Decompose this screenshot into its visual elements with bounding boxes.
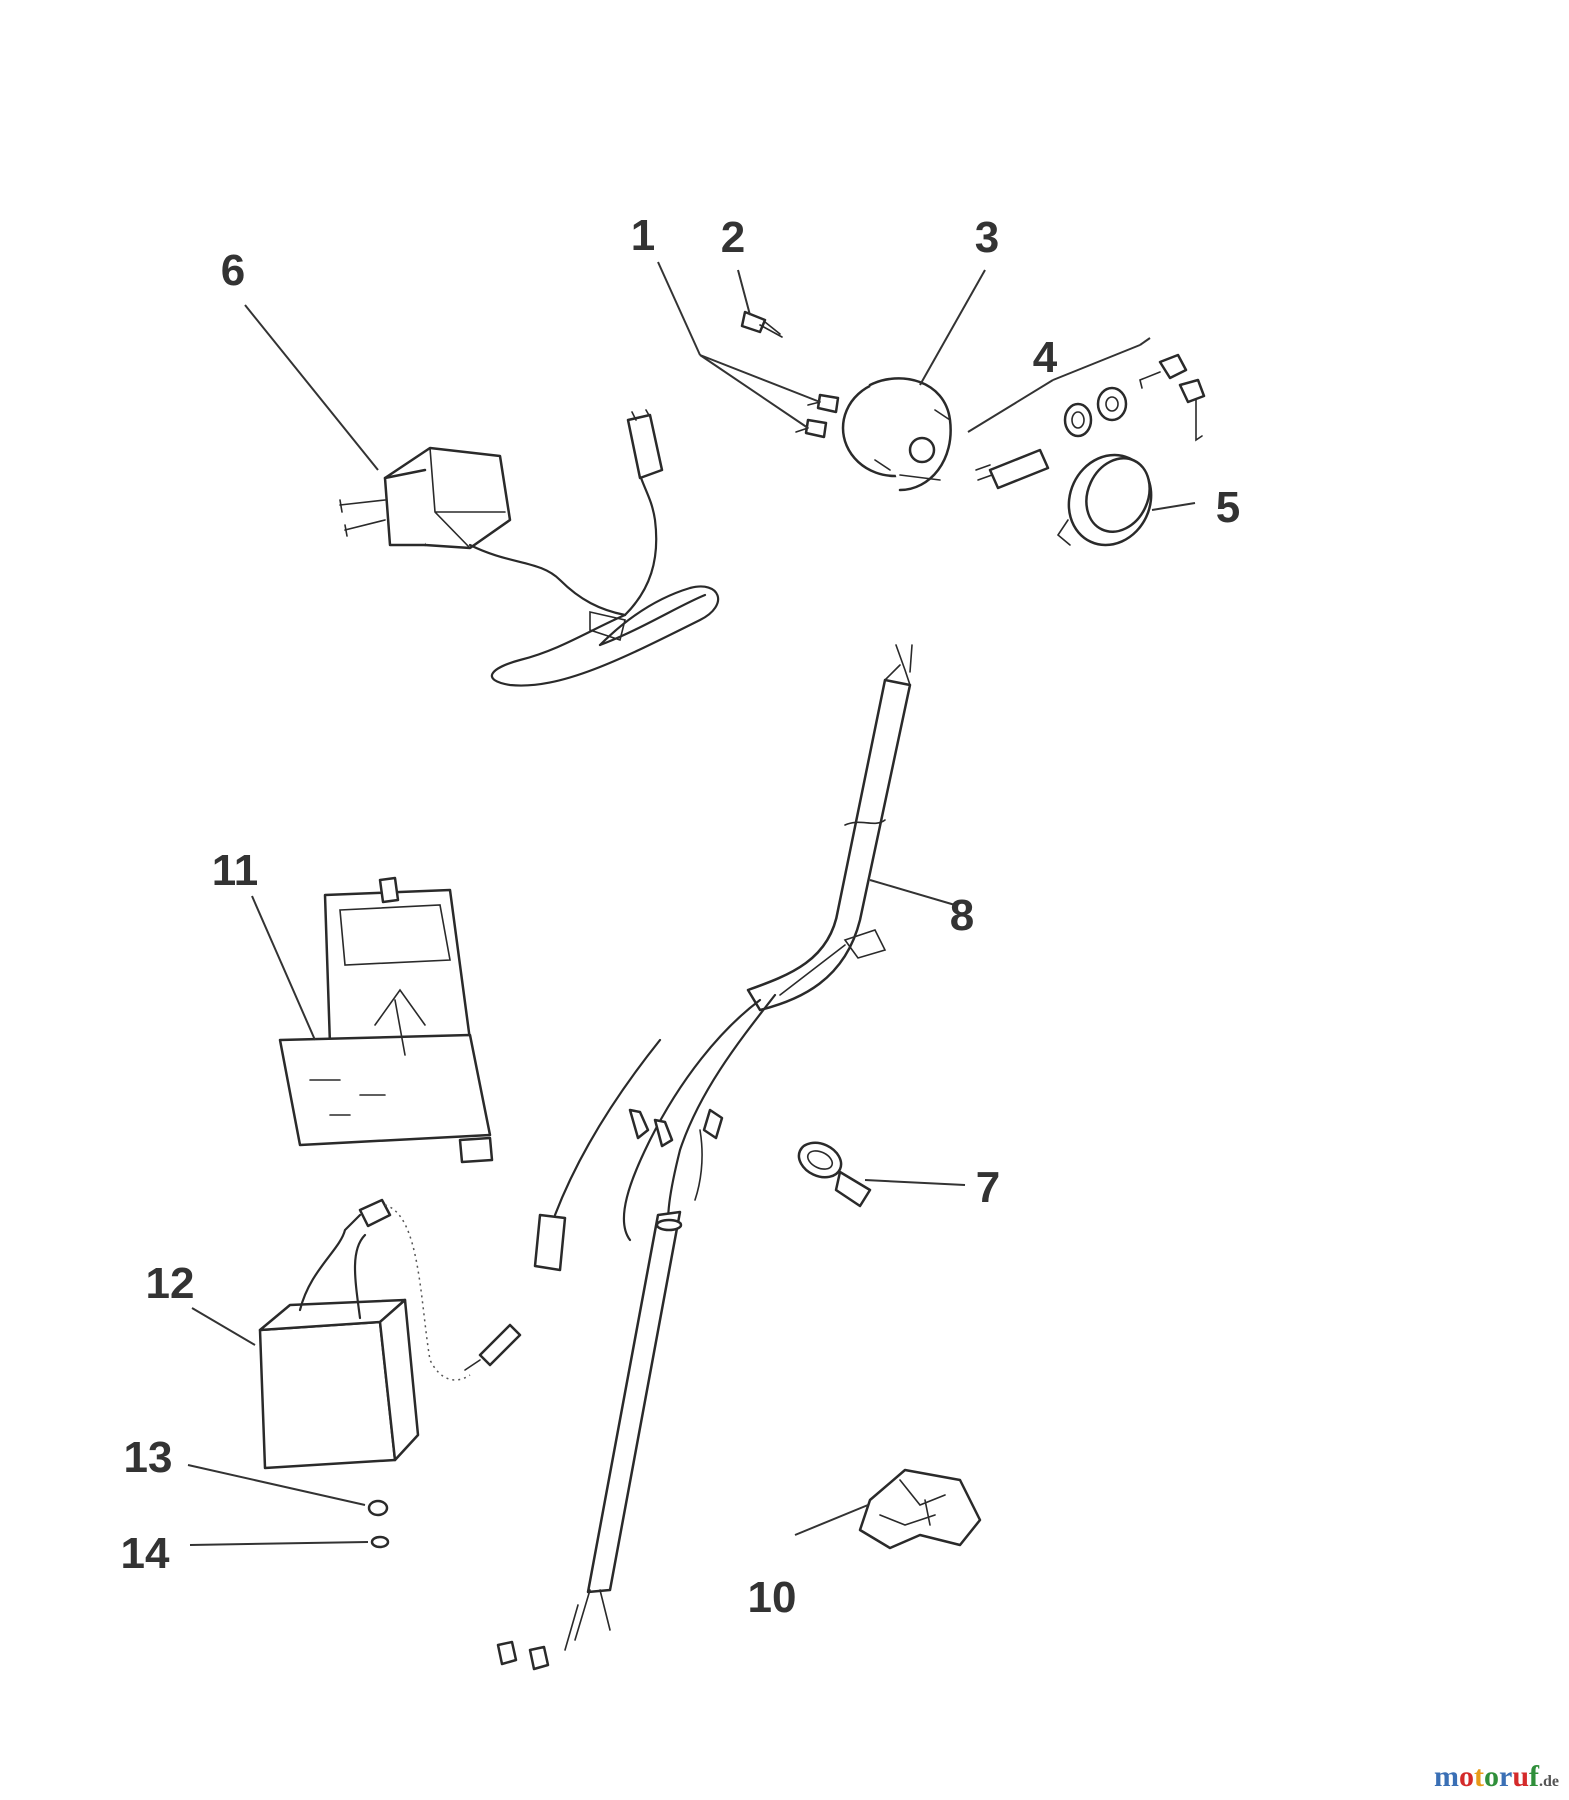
part-labels: 1 2 3 4 5 6 7 8 10 11 12 13 14 [121,211,1241,1622]
label-12: 12 [146,1259,195,1308]
cable-tie [797,1141,872,1208]
bolt-nut [367,1499,390,1549]
watermark-letter: t [1473,1760,1484,1793]
clip [858,1468,982,1550]
label-1: 1 [631,211,655,260]
watermark-letter: r [1498,1760,1513,1793]
charger-adapter [339,409,720,687]
leader-lines [187,261,1196,1546]
screw-part-2 [740,310,783,338]
wiring-harness [496,644,913,1671]
label-4: 4 [1033,333,1058,382]
switch-housing [841,377,952,492]
label-13: 13 [124,1433,173,1482]
label-6: 6 [221,246,245,295]
watermark-letter: u [1512,1760,1529,1793]
label-7: 7 [976,1163,1000,1212]
battery [258,1198,522,1470]
label-5: 5 [1216,483,1240,532]
battery-holder [278,876,494,1164]
watermark-letter: m [1433,1760,1459,1793]
label-8: 8 [950,891,974,940]
watermark-logo: motoruf.de [1434,1760,1559,1794]
label-11: 11 [212,846,259,895]
lock-set [975,353,1206,490]
watermark-letter: o [1458,1760,1474,1793]
cap [1056,453,1153,547]
label-14: 14 [121,1529,170,1578]
watermark-letter: o [1483,1760,1499,1793]
label-3: 3 [975,213,999,262]
label-10: 10 [748,1573,797,1622]
watermark-tld: .de [1539,1773,1559,1790]
watermark-letter: f [1529,1760,1539,1793]
label-2: 2 [721,213,745,262]
screws-part-1 [795,393,840,439]
